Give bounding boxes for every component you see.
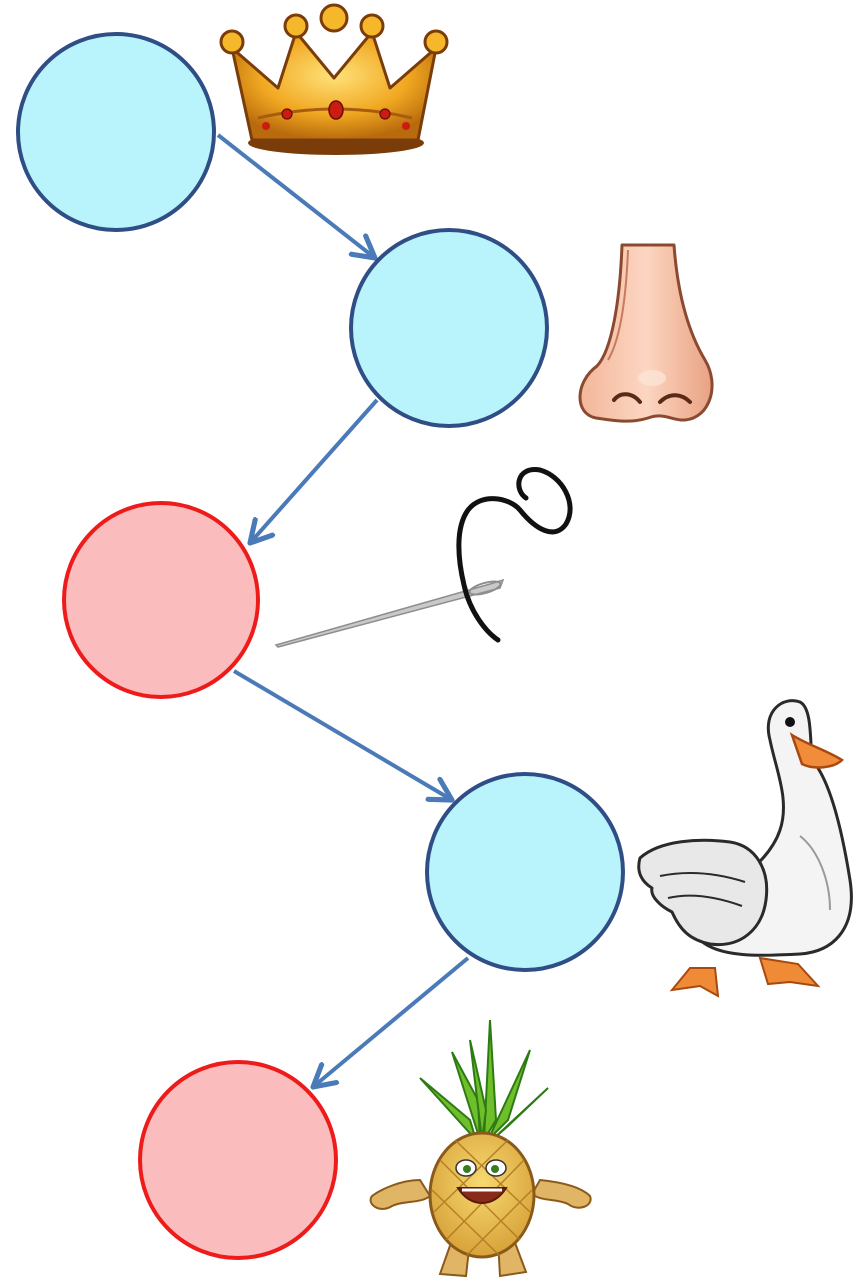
pineapple-icon	[369, 1019, 592, 1278]
vowel-circle	[349, 228, 549, 428]
arrow-1-to-2	[216, 133, 375, 258]
consonant-circle	[138, 1060, 338, 1260]
consonant-circle	[62, 501, 260, 699]
vowel-circle	[425, 772, 625, 972]
vowel-circle	[16, 32, 216, 232]
arrow-3-to-4	[232, 669, 452, 800]
arrows	[216, 133, 470, 1087]
arrow-2-to-3	[250, 398, 379, 543]
crown-icon	[219, 3, 449, 155]
goose-icon	[637, 699, 853, 998]
arrow-4-to-5	[313, 956, 470, 1087]
needle-thread-icon	[274, 467, 573, 648]
nose-icon	[578, 243, 714, 423]
sound-circles	[16, 32, 625, 1260]
